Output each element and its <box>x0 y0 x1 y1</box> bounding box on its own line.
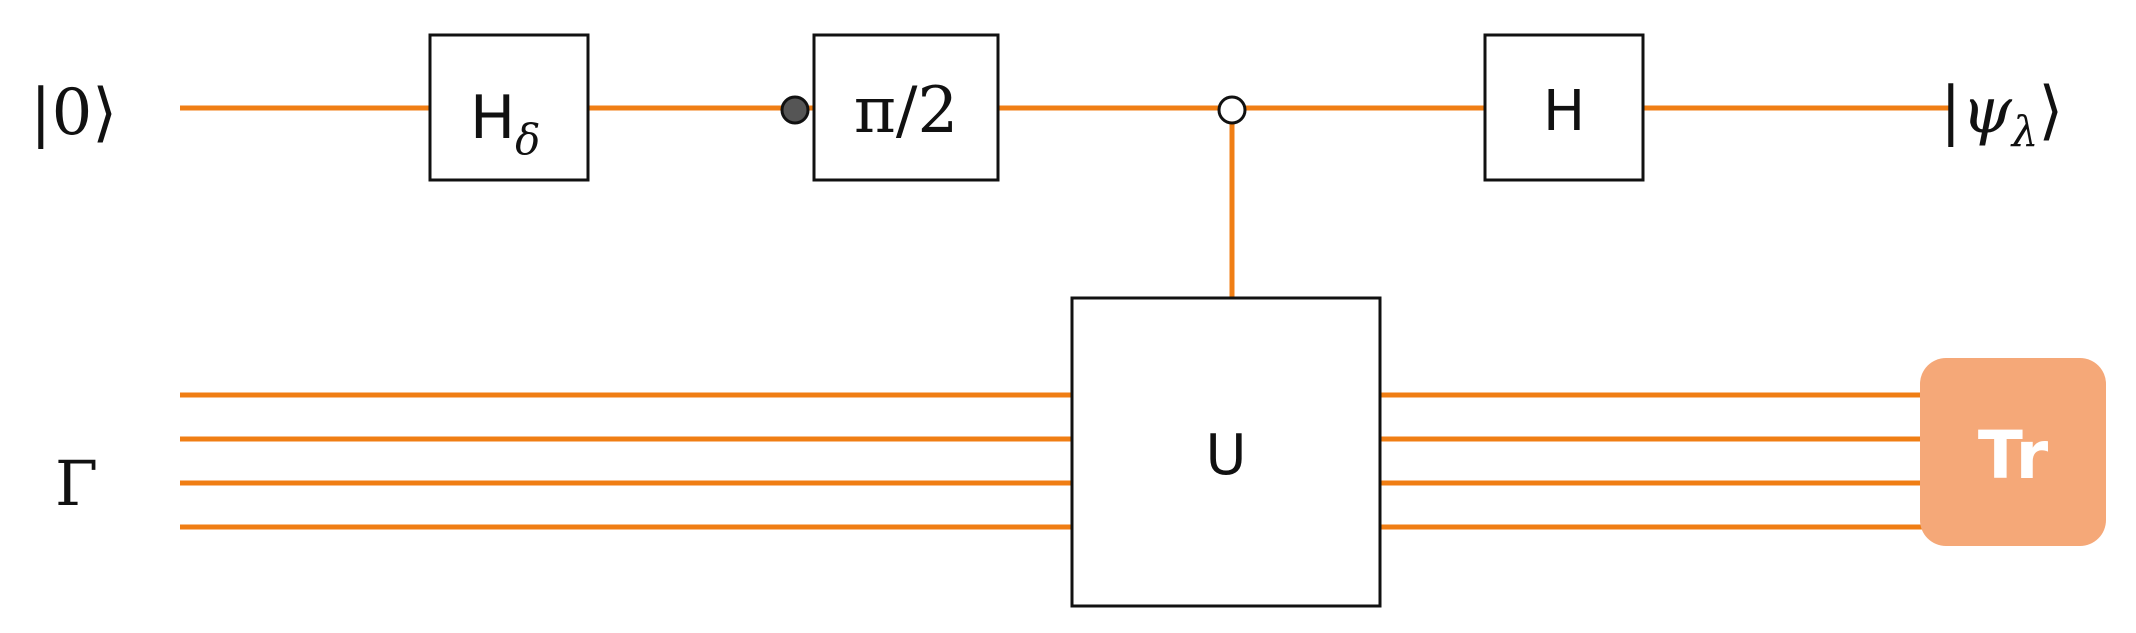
hadamard-gate-label: H <box>1543 79 1585 144</box>
phase-gate: π/2 <box>812 33 1000 182</box>
open-control-dot <box>1217 95 1247 125</box>
output-ket-psi-lambda: |ψλ⟩ <box>1940 74 2063 156</box>
h-delta-gate: Hδ <box>428 33 590 182</box>
unitary-gate-label: U <box>1206 423 1247 488</box>
input-ket-zero: |0⟩ <box>30 76 117 150</box>
hadamard-gate: H <box>1483 33 1645 182</box>
unitary-gate: U <box>1070 296 1382 608</box>
phase-gate-label: π/2 <box>854 74 958 148</box>
register-wires <box>180 392 1925 530</box>
input-register-gamma: Γ <box>55 447 98 520</box>
h-delta-label: Hδ <box>470 83 540 164</box>
trace-label: Tr <box>1978 417 2049 494</box>
filled-control-dot <box>780 95 810 125</box>
trace-box: Tr <box>1920 358 2106 546</box>
